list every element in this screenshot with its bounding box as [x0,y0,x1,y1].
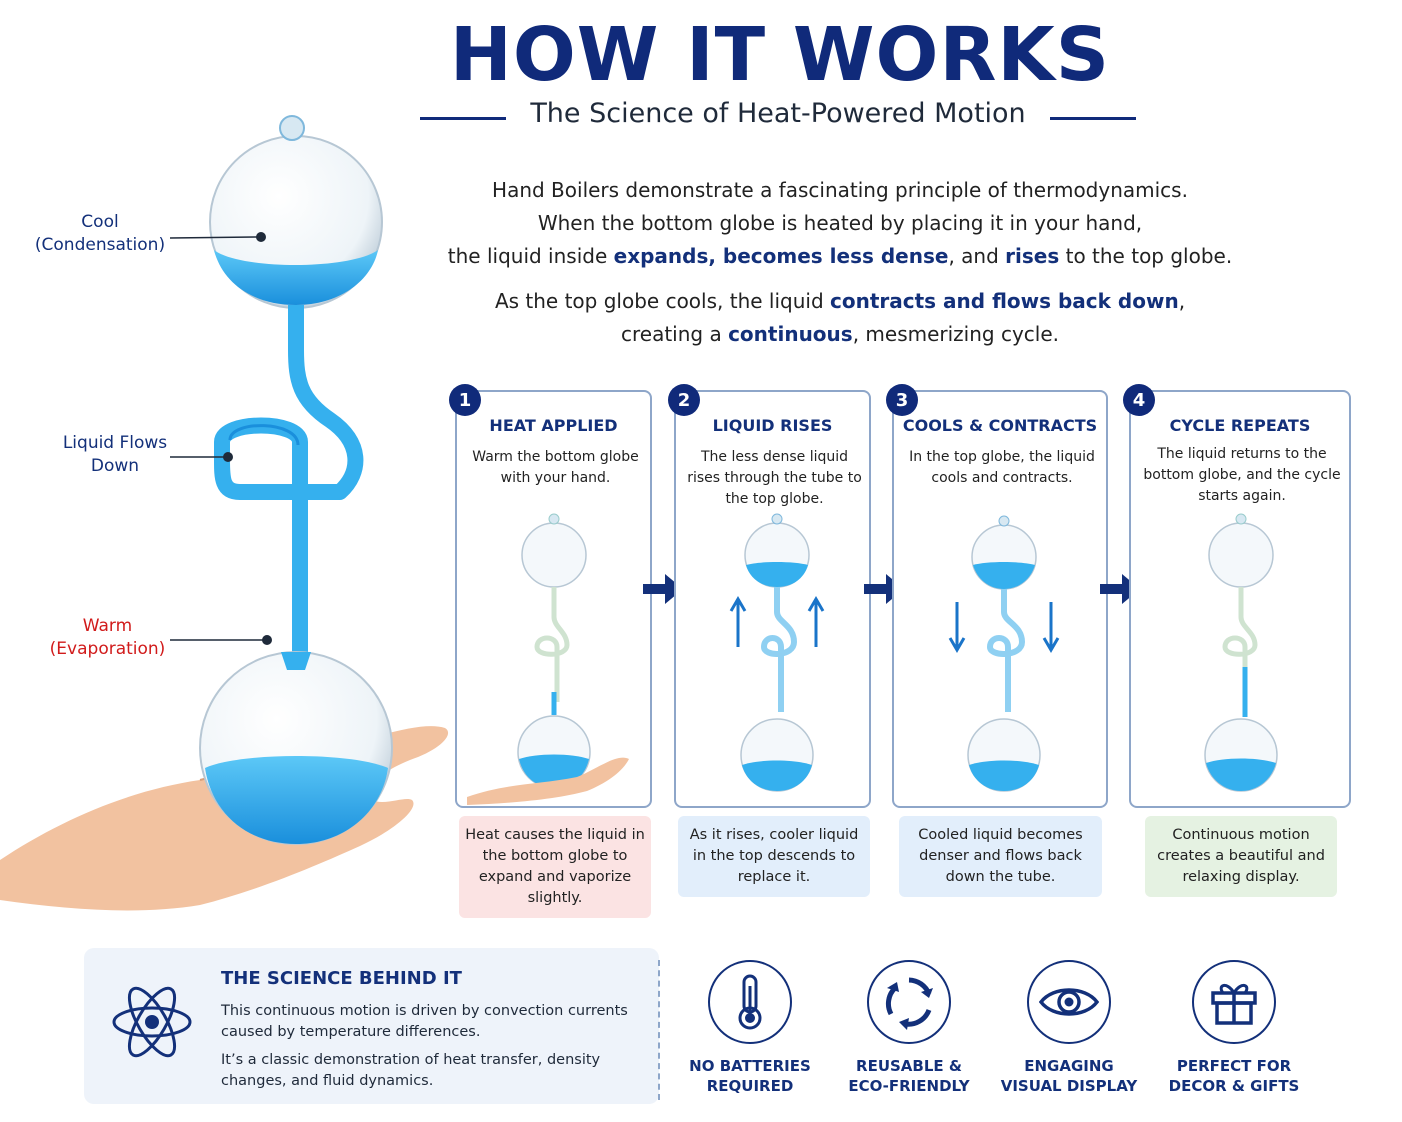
intro-highlight: expands, becomes less dense [613,244,949,268]
feature-icon-circle [1027,960,1111,1044]
science-paragraph-2: It’s a classic demonstration of heat tra… [221,1052,601,1089]
feature-label-line2: VISUAL DISPLAY [1000,1077,1138,1095]
intro-line-2: When the bottom globe is heated by placi… [537,211,1143,235]
label-warm-line1: Warm [82,616,133,636]
subtitle-rule-left [420,117,506,120]
subtitle-row: The Science of Heat-Powered Motion [420,98,1136,138]
feature-icon-circle [1192,960,1276,1044]
feature-label-line2: ECO-FRIENDLY [848,1077,970,1095]
intro-highlight: rises [1005,244,1060,268]
feature-label-line1: PERFECT FOR [1176,1057,1292,1075]
feature-label-line2: REQUIRED [706,1077,794,1095]
label-cool-line2: (Condensation) [34,235,166,255]
label-warm: Warm (Evaporation) [40,615,175,661]
step-4-illustration [1204,513,1278,792]
eye-icon [1039,988,1099,1016]
intro-text: As the top globe cools, the liquid [494,289,831,313]
step-card-3: 3 COOLS & CONTRACTS In the top globe, th… [886,384,1108,808]
step-3-note: Cooled liquid becomes denser and flows b… [899,816,1102,897]
step-4-note: Continuous motion creates a beautiful an… [1145,816,1337,897]
page-subtitle: The Science of Heat-Powered Motion [530,98,1026,129]
step-1-illustration [467,513,629,805]
intro-text: , [1178,289,1186,313]
intro-text: , mesmerizing cycle. [852,322,1060,346]
step-title: COOLS & CONTRACTS [902,416,1098,435]
atom-icon [112,986,192,1058]
recycle-icon [885,977,933,1030]
feature-gifts: PERFECT FOR DECOR & GIFTS [1149,960,1319,1096]
bottom-neck [281,652,311,670]
step-title: CYCLE REPEATS [1169,416,1311,435]
intro-text: , and [948,244,1006,268]
feature-label: ENGAGING VISUAL DISPLAY [984,1056,1154,1096]
bottom-globe-liquid [205,756,388,844]
step-1-note: Heat causes the liquid in the bottom glo… [459,816,651,918]
loop-highlight [228,424,300,446]
label-flow-line1: Liquid Flows [62,433,168,453]
step-card-1: 1 HEAT APPLIED Warm the bottom globe wit… [449,384,652,808]
top-nub [279,115,305,141]
label-cool-line1: Cool [81,212,119,232]
subtitle-rule-right [1050,117,1136,120]
intro-text: creating a [620,322,729,346]
intro-text: to the top globe. [1059,244,1233,268]
intro-highlight: contracts and flows back down [830,289,1179,313]
warm-pointer-dot [262,635,272,645]
intro-line-3: the liquid inside expands, becomes less … [440,240,1240,273]
thermometer-icon [738,974,762,1030]
hand-boiler-illustration [0,115,449,911]
label-warm-line2: (Evaporation) [49,639,166,659]
step-2-illustration [729,513,825,792]
step-title: HEAT APPLIED [489,416,618,435]
intro-text: the liquid inside [447,244,614,268]
step-number-badge: 4 [1123,384,1155,416]
feature-engaging: ENGAGING VISUAL DISPLAY [984,960,1154,1096]
feature-label-line2: DECOR & GIFTS [1168,1077,1300,1095]
step-text: The liquid returns to the bottom globe, … [1143,446,1341,504]
spiral-tube [214,305,364,660]
step-card-4: 4 CYCLE REPEATS The liquid returns to th… [1123,384,1351,808]
intro-paragraph: Hand Boilers demonstrate a fascinating p… [440,174,1240,273]
feature-label: REUSABLE & ECO-FRIENDLY [824,1056,994,1096]
intro-line-4: As the top globe cools, the liquid contr… [440,285,1240,318]
step-text: In the top globe, the liquid cools and c… [909,449,1095,486]
feature-icon-circle [867,960,951,1044]
step-card-2: 2 LIQUID RISES The less dense liquid ris… [668,384,871,808]
page-title: HOW IT WORKS [449,12,1111,98]
label-cool: Cool (Condensation) [30,211,170,257]
step-number-badge: 3 [886,384,918,416]
feature-reusable: REUSABLE & ECO-FRIENDLY [824,960,994,1096]
science-box: THE SCIENCE BEHIND IT This continuous mo… [84,948,659,1104]
section-divider [658,960,660,1100]
cool-pointer-line [169,236,259,239]
feature-label-line1: ENGAGING [1024,1057,1114,1075]
feature-label: NO BATTERIES REQUIRED [665,1056,835,1096]
intro-paragraph-2: As the top globe cools, the liquid contr… [440,285,1240,351]
step-title: LIQUID RISES [712,416,833,435]
science-paragraph-1: This continuous motion is driven by conv… [221,1003,628,1040]
step-number-badge: 1 [449,384,481,416]
flow-pointer-dot [223,452,233,462]
cool-pointer-dot [256,232,266,242]
feature-label: PERFECT FOR DECOR & GIFTS [1149,1056,1319,1096]
intro-line-1: Hand Boilers demonstrate a fascinating p… [492,178,1188,202]
gift-icon [1211,984,1257,1025]
step-text: Warm the bottom globe with your hand. [472,449,639,486]
intro-line-5: creating a continuous, mesmerizing cycle… [440,318,1240,351]
feature-no-batteries: NO BATTERIES REQUIRED [665,960,835,1096]
feature-label-line1: NO BATTERIES [689,1057,811,1075]
science-title: THE SCIENCE BEHIND IT [221,968,462,989]
step-3-illustration [948,515,1060,792]
step-text: The less dense liquid rises through the … [687,449,862,507]
top-globe-liquid [214,250,378,305]
step-number-badge: 2 [668,384,700,416]
step-arrow-icon [643,574,683,604]
intro-highlight: continuous [728,322,853,346]
feature-label-line1: REUSABLE & [856,1057,962,1075]
label-flow-line2: Down [90,456,140,476]
step-2-note: As it rises, cooler liquid in the top de… [678,816,870,897]
label-liquid-flows: Liquid Flows Down [50,432,180,478]
feature-icon-circle [708,960,792,1044]
